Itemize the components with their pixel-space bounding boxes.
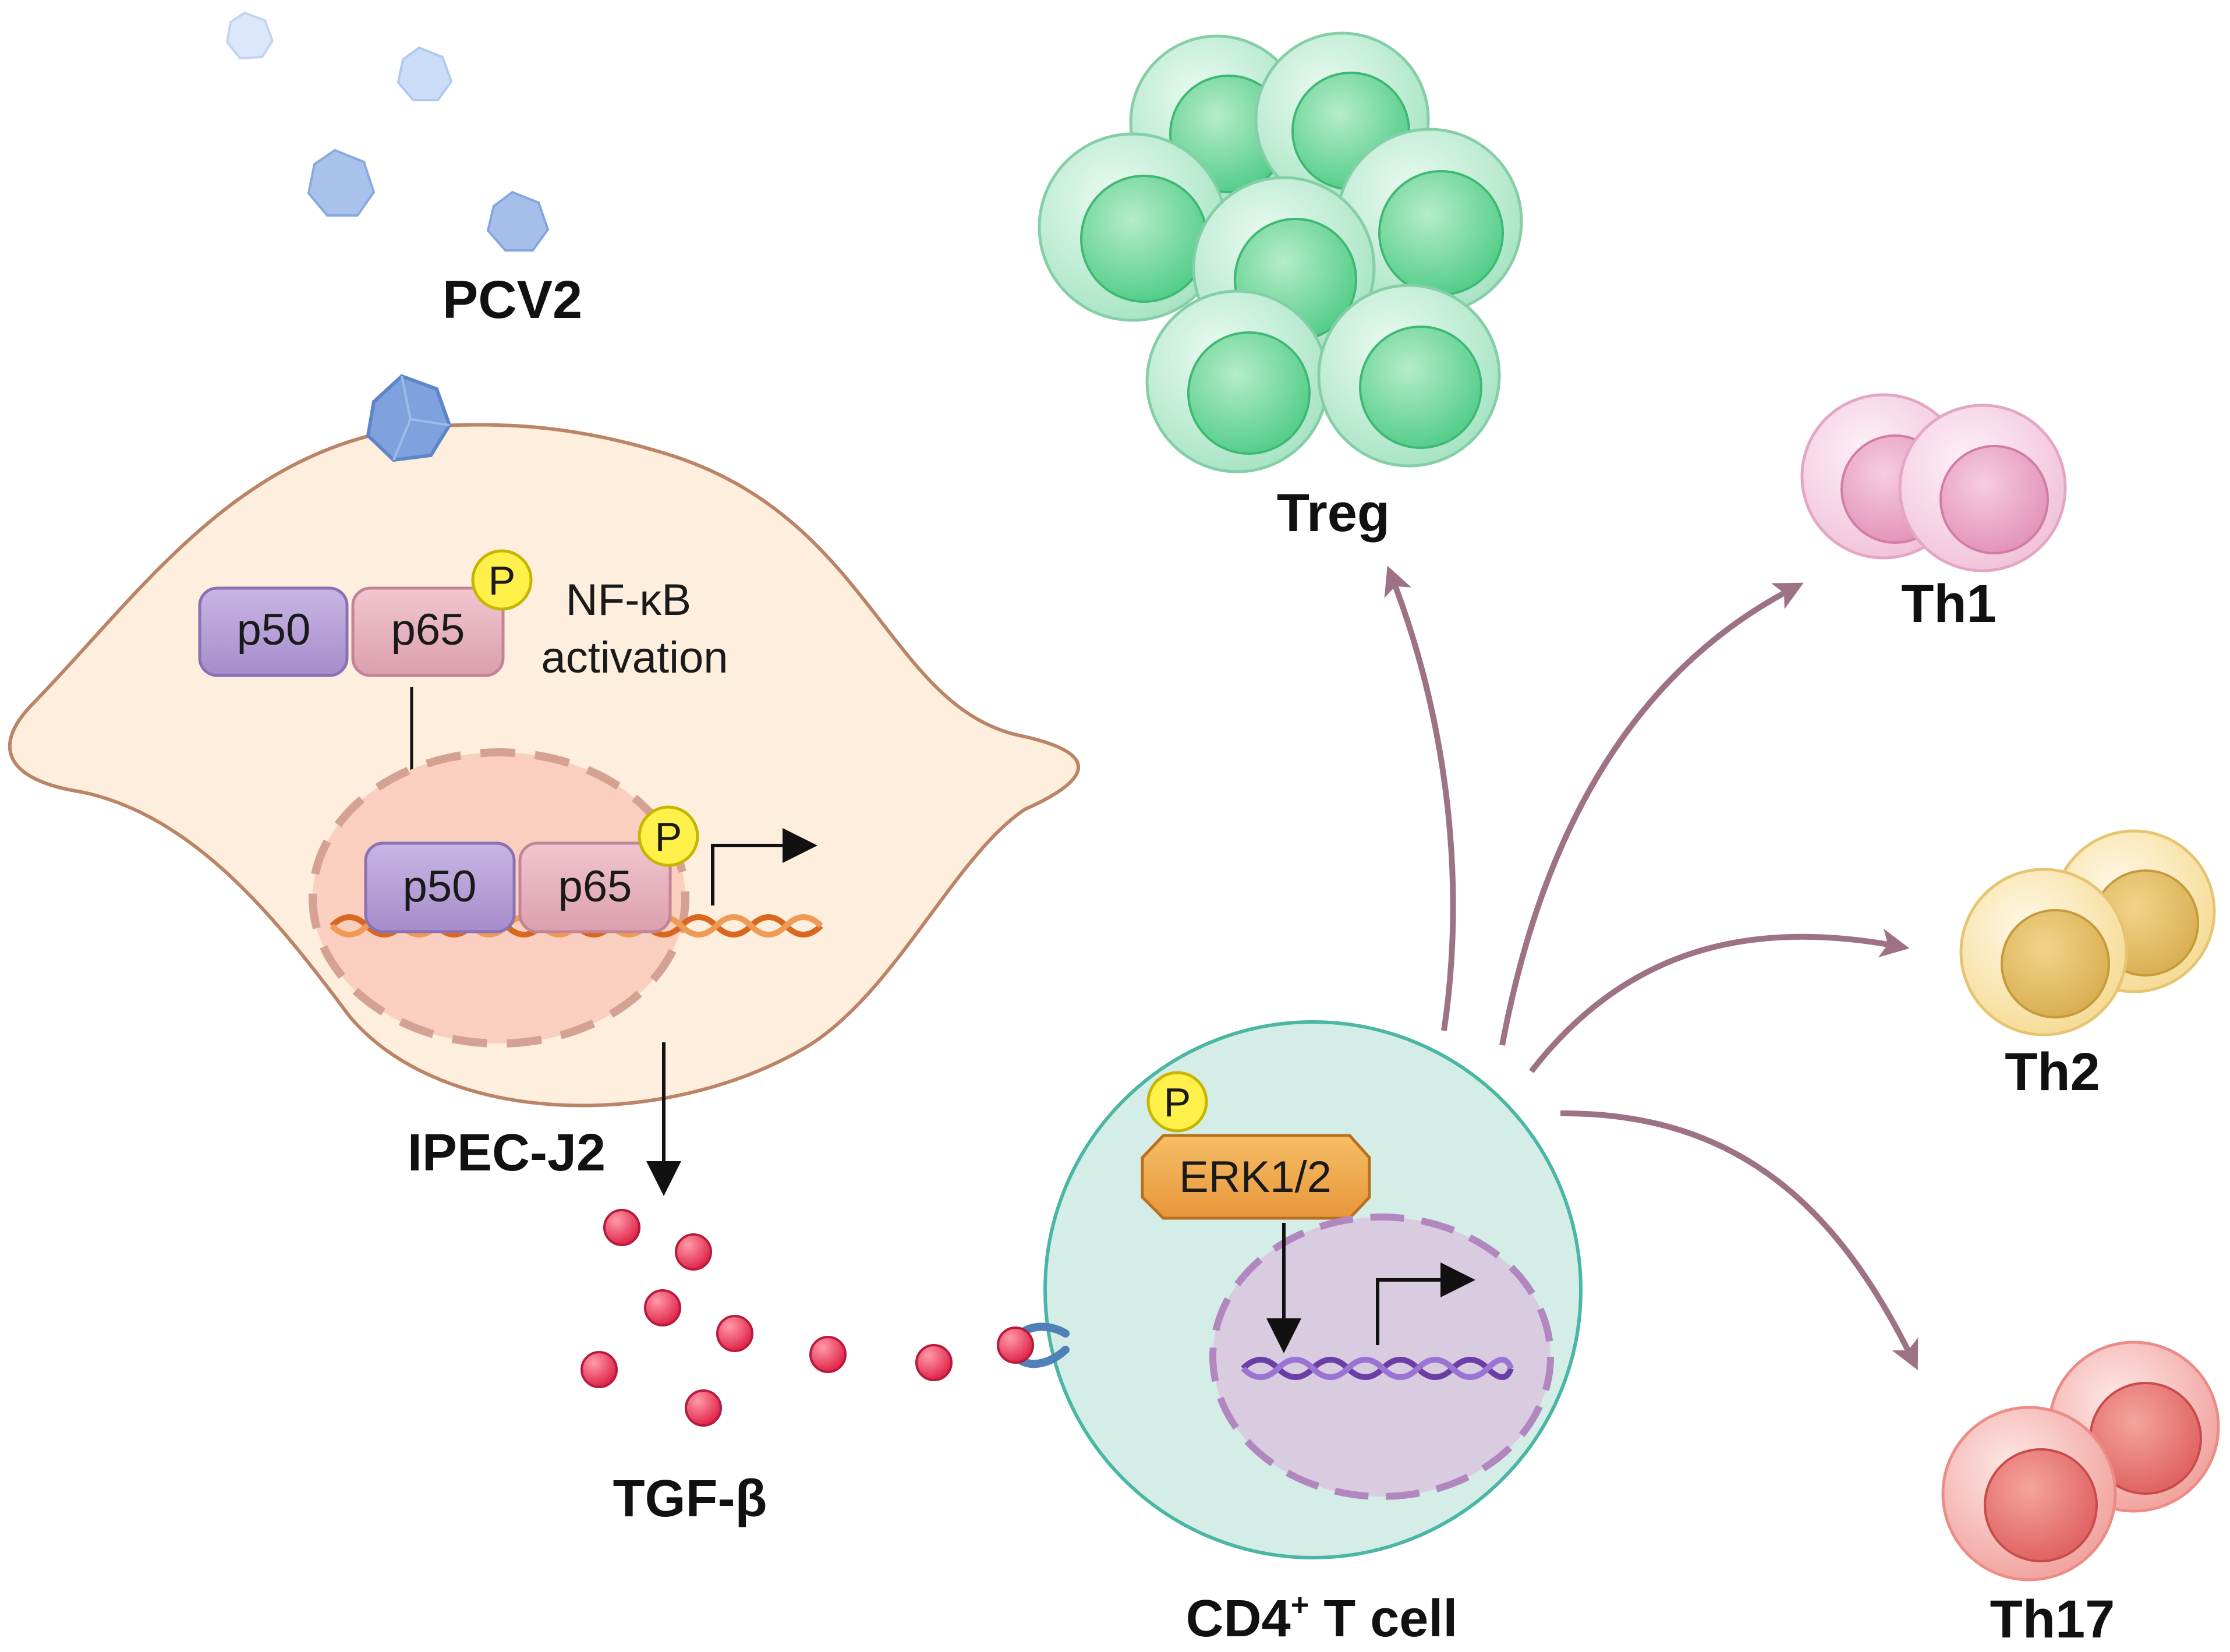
- tgf-beta-molecule: [915, 1344, 953, 1381]
- nuclear-p65-label: p65: [558, 862, 632, 911]
- phospho-label: P: [489, 558, 516, 603]
- nuclear-p50-protein: [364, 841, 516, 933]
- arrow-to-treg: [1384, 565, 1456, 1031]
- pcv2-virus-particles: PCV2: [225, 11, 582, 330]
- treg-cell: [1038, 132, 1227, 322]
- nfkb-activation-label: NF-κB activation: [541, 575, 728, 682]
- pcv2-label: PCV2: [443, 270, 582, 330]
- p65-label: p65: [391, 605, 465, 655]
- th17-label: Th17: [1990, 1590, 2115, 1649]
- arrow-to-th1: [1499, 582, 1804, 1046]
- ipec-j2-cell: p50 p65 P NF-κB activation p50 p65 P IPE…: [8, 374, 1080, 1182]
- tgf-beta-molecule: [644, 1289, 681, 1326]
- treg-cell: [1145, 289, 1329, 473]
- tgf-beta-molecules: TGF-β: [580, 1209, 953, 1528]
- th1-cell: [1898, 404, 2067, 572]
- arrow-to-th17: [1560, 1110, 1918, 1370]
- bound-pcv2-icon: [366, 374, 452, 462]
- treg-cell: [1317, 284, 1501, 468]
- treg-cell: [1336, 128, 1523, 315]
- treg-cell-cluster: Treg: [1038, 31, 1523, 543]
- virus-particle-icon: [397, 46, 453, 101]
- th1-label: Th1: [1901, 574, 1997, 634]
- t-cell-nucleus: [1209, 1214, 1554, 1500]
- nuclear-phospho-label: P: [655, 814, 682, 859]
- arrow-to-th2: [1529, 928, 1910, 1074]
- nuclear-p65-protein: [518, 841, 672, 933]
- virus-particle-icon: [486, 190, 550, 252]
- t-cell-transcription-arrow: [1376, 1262, 1475, 1345]
- tgf-beta-molecule: [716, 1315, 753, 1352]
- th2-label: Th2: [2005, 1042, 2100, 1102]
- differentiation-arrows: [1384, 565, 1918, 1370]
- virus-particle-icon: [225, 11, 274, 60]
- tgf-beta-molecule: [675, 1233, 712, 1271]
- p65-protein: [351, 586, 505, 677]
- tgf-beta-molecule: [603, 1209, 640, 1246]
- th17-cell-pair: Th17: [1941, 1340, 2220, 1649]
- transcription-arrow: [711, 828, 817, 905]
- erk-label: ERK1/2: [1179, 1152, 1332, 1202]
- p50-protein: [198, 586, 349, 677]
- virus-particle-icon: [307, 148, 376, 217]
- erk-phospho-badge: [1146, 1071, 1208, 1133]
- phospho-badge: [471, 549, 533, 611]
- tgf-beta-label: TGF-β: [613, 1470, 767, 1528]
- p50-label: p50: [237, 605, 311, 655]
- ipec-j2-label: IPEC-J2: [408, 1124, 606, 1182]
- tgf-beta-molecule: [809, 1336, 847, 1373]
- cd4-t-cell: ERK1/2 P CD4+ T cell: [997, 1020, 1583, 1648]
- th17-cell: [1941, 1406, 2117, 1582]
- t-cell-dna-helix: [1241, 1357, 1514, 1380]
- bound-tgf-beta-molecule: [997, 1326, 1034, 1364]
- th1-cell-pair: Th1: [1800, 393, 2067, 634]
- th2-cell: [1959, 868, 2128, 1037]
- treg-label: Treg: [1277, 483, 1390, 543]
- nuclear-p50-label: p50: [403, 862, 477, 911]
- tgf-beta-molecule: [580, 1351, 618, 1388]
- nuclear-phospho-badge: [638, 805, 699, 867]
- erk-phospho-label: P: [1164, 1080, 1191, 1125]
- tgf-beta-molecule: [685, 1389, 722, 1427]
- cd4-t-cell-label: CD4+ T cell: [1186, 1587, 1458, 1648]
- th2-cell-pair: Th2: [1959, 829, 2216, 1102]
